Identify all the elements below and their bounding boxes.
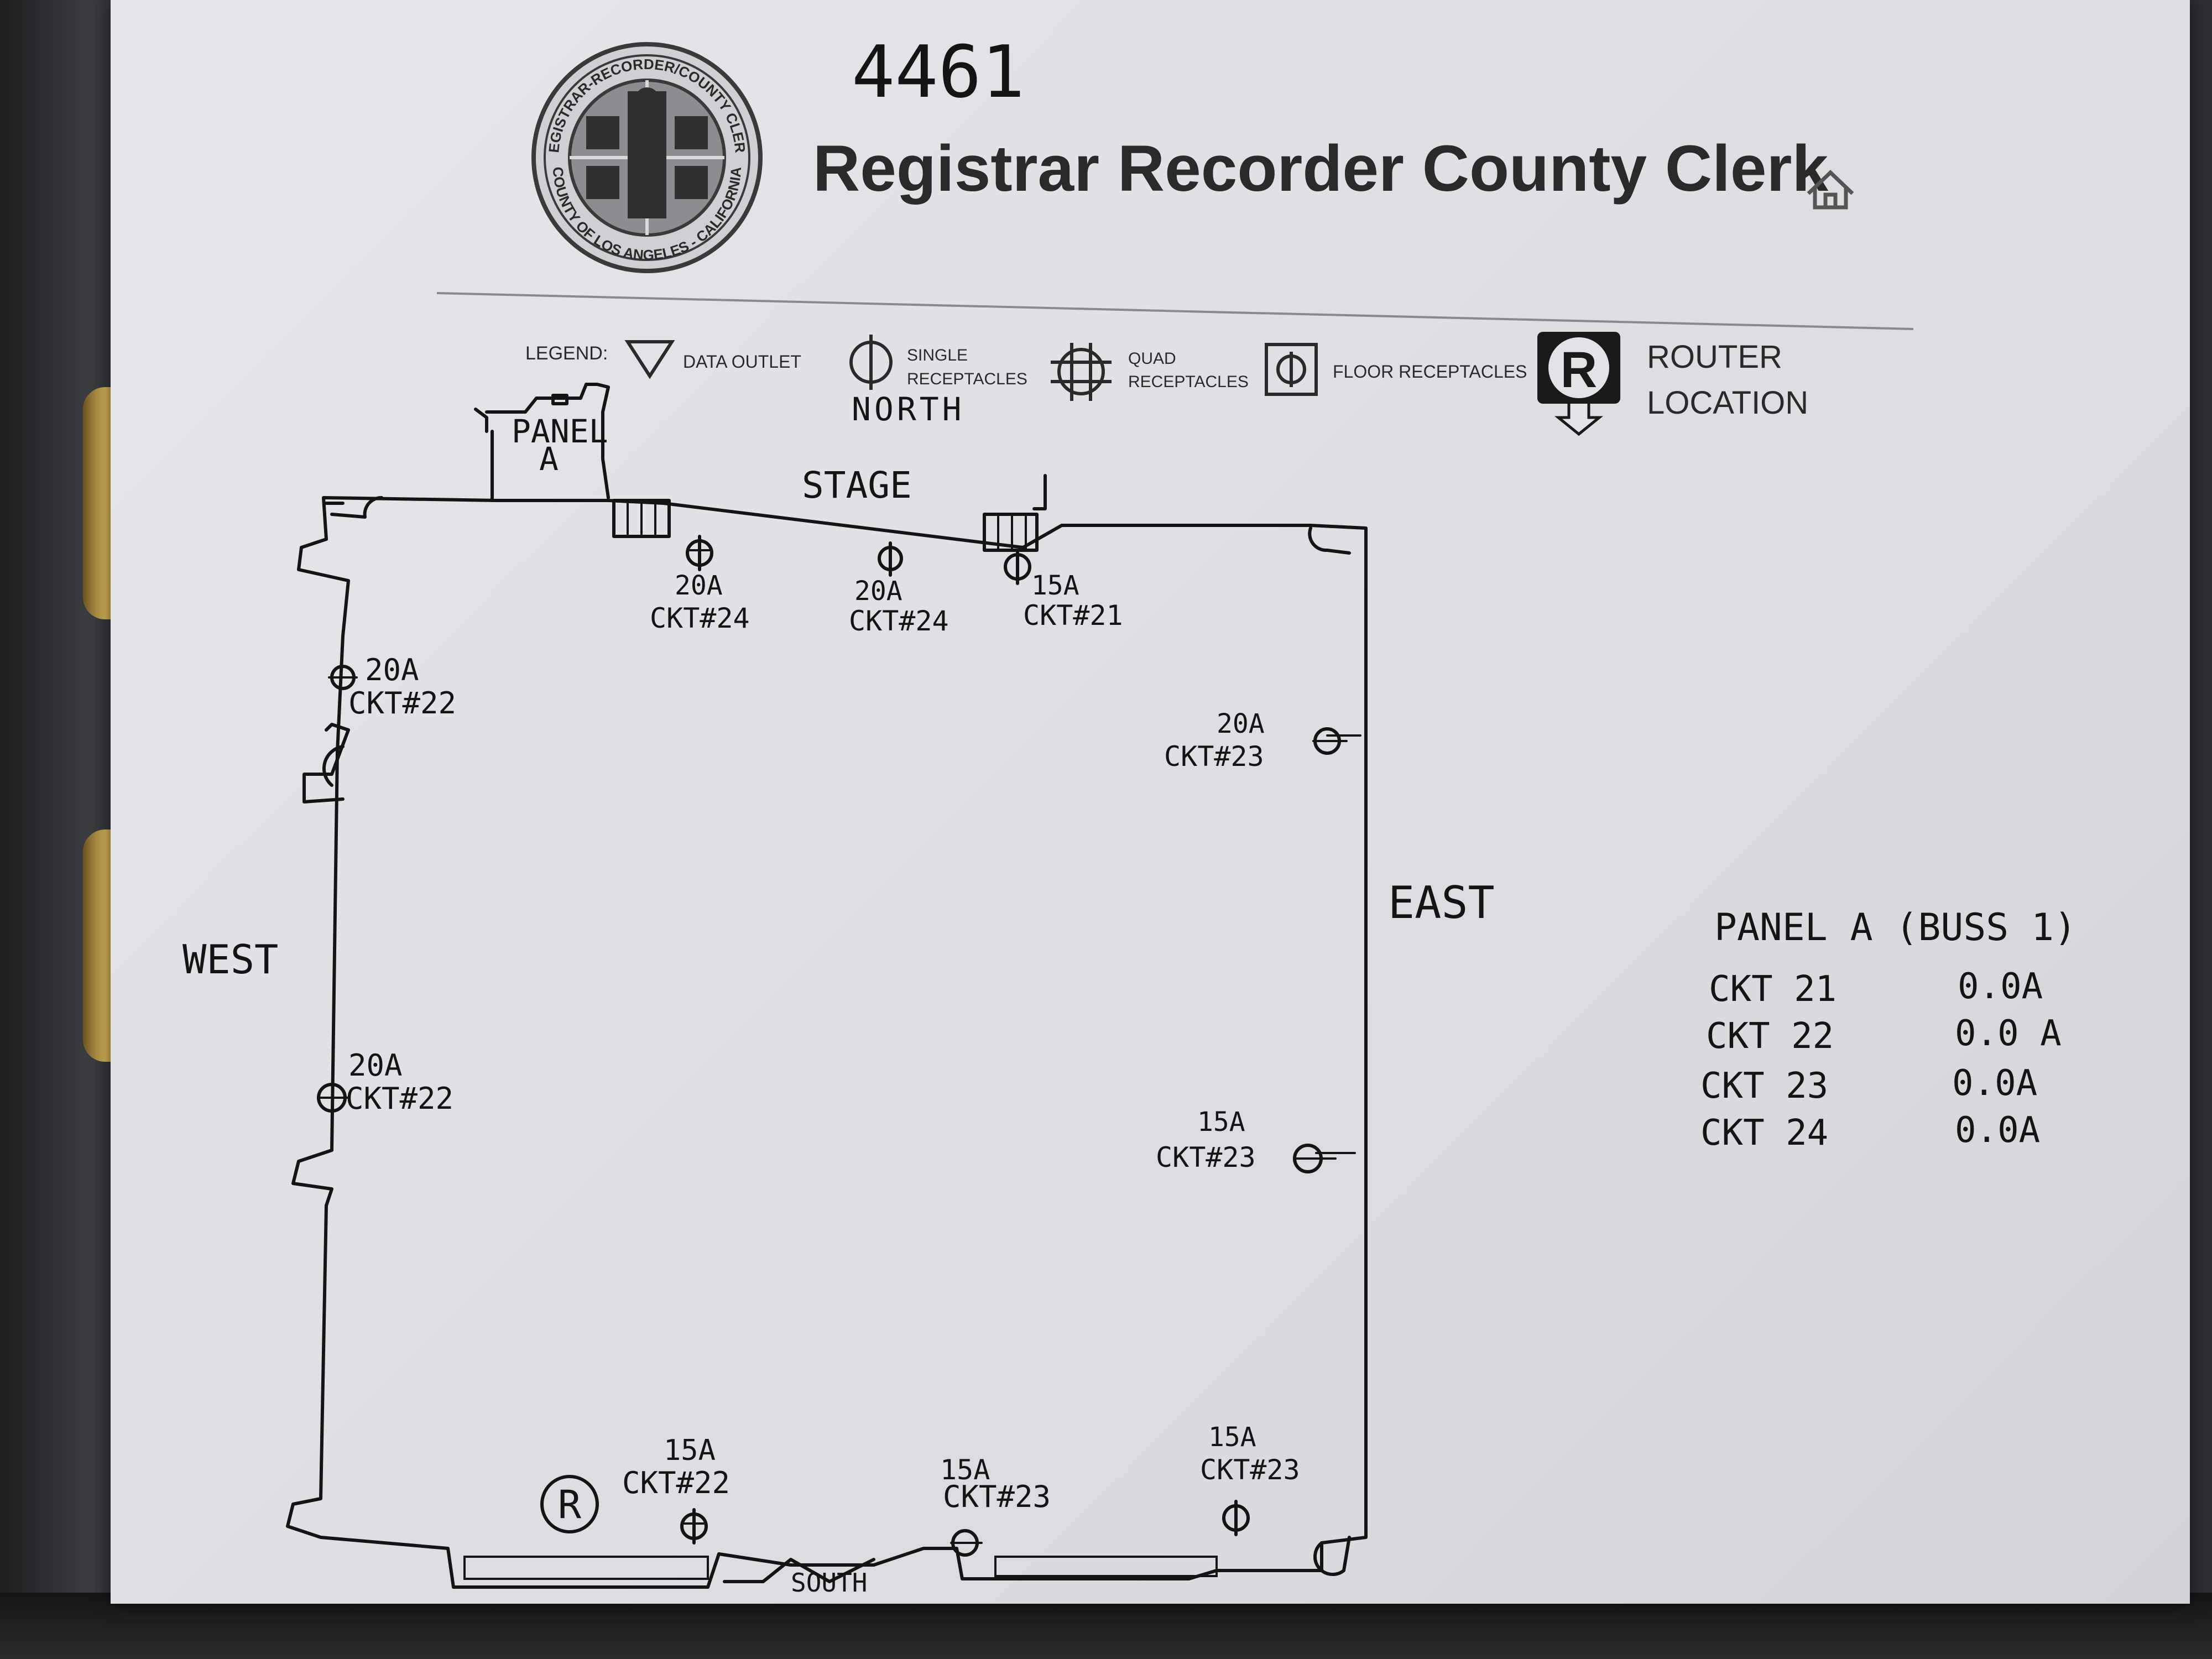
- router-mark-letter: R: [558, 1482, 582, 1527]
- page-title: Registrar Recorder County Clerk: [813, 132, 1828, 205]
- single-receptacle-icon: [1312, 727, 1361, 755]
- panel-row-ckt: CKT 21: [1709, 969, 1837, 1010]
- outlet-ckt: CKT#23: [1200, 1454, 1300, 1486]
- legend-quad-label-1: QUAD: [1128, 349, 1176, 368]
- county-seal: REGISTRAR-RECORDER/COUNTY CLERK COUNTY O…: [111, 0, 763, 273]
- west-label: WEST: [182, 936, 278, 983]
- panel-row-amps: 0.0A: [1958, 966, 2043, 1007]
- single-receptacle-icon: [1293, 1144, 1356, 1173]
- single-receptacle-icon: [686, 535, 713, 571]
- single-receptacle-icon: [680, 1508, 708, 1545]
- header-divider: [436, 292, 1914, 330]
- page-number: 4461: [852, 30, 1025, 114]
- outlet-ckt: CKT#22: [348, 686, 456, 721]
- outlet-label: 15A CKT#23: [1156, 1107, 1256, 1173]
- legend-floor-label: FLOOR RECEPTACLES: [1333, 362, 1527, 382]
- outlet-ckt: CKT#23: [1164, 740, 1264, 773]
- stage-steps-left: [612, 499, 671, 538]
- single-receptacle-icon: [328, 665, 358, 690]
- legend-router-label-2: LOCATION: [1647, 385, 1808, 421]
- outlet-amp: 15A: [1208, 1422, 1256, 1453]
- legend-router-label-1: ROUTER: [1647, 339, 1782, 375]
- panel-row-ckt: CKT 23: [1700, 1066, 1828, 1107]
- outlet-amp: 15A: [1031, 570, 1079, 601]
- single-receptacle-icon: [1222, 1500, 1250, 1536]
- home-icon: [1807, 170, 1854, 210]
- panel-table-row: CKT 23 0.0A: [1700, 1063, 2037, 1107]
- outlet-ckt: CKT#24: [849, 605, 949, 637]
- binder-bottom-edge: [0, 1593, 2212, 1659]
- legend-single-label-1: SINGLE: [907, 346, 968, 364]
- stage-steps-right: [983, 474, 1047, 552]
- outlet-amp: 20A: [854, 576, 902, 607]
- data-outlet-icon: [624, 340, 675, 379]
- outlet-label: 20A CKT#22: [346, 1048, 453, 1116]
- panel-a-box: [474, 383, 610, 502]
- panel-row-ckt: CKT 24: [1700, 1113, 1828, 1154]
- router-location-icon: R: [1537, 332, 1620, 436]
- legend-single-label-2: RECEPTACLES: [907, 370, 1027, 388]
- panel-row-amps: 0.0A: [1955, 1110, 2040, 1151]
- outlet-label: 15A CKT#23: [940, 1454, 1051, 1514]
- panel-row-ckt: CKT 22: [1706, 1016, 1834, 1057]
- outlet-ckt: CKT#22: [622, 1465, 730, 1500]
- panel-table-row: CKT 22 0.0 A: [1706, 1013, 2062, 1057]
- panel-table-title: PANEL A (BUSS 1): [1714, 906, 2077, 950]
- outlet-label: 15A CKT#22: [622, 1434, 730, 1500]
- room-outline: [286, 495, 1368, 1589]
- outlet-label: 20A CKT#22: [348, 653, 456, 721]
- single-receptacle-icon: [950, 1529, 983, 1557]
- outlet-label: 15A CKT#21: [1023, 570, 1123, 632]
- panel-row-amps: 0.0 A: [1955, 1013, 2062, 1054]
- outlet-amp: 20A: [348, 1048, 403, 1083]
- floor-receptacle-icon: [1265, 343, 1318, 396]
- outlet-ckt: CKT#22: [346, 1081, 453, 1116]
- legend-quad-label-2: RECEPTACLES: [1128, 373, 1249, 391]
- north-label: NORTH: [852, 390, 965, 428]
- outlet-ckt: CKT#24: [650, 602, 750, 634]
- panel-table-row: CKT 21 0.0A: [1709, 966, 2043, 1010]
- panel-row-amps: 0.0A: [1952, 1063, 2037, 1104]
- floorplan-drawing: 4461 REGISTRAR-RECORDER/COUNTY CLERK COU…: [111, 0, 2077, 1598]
- panel-a-label-1: PANEL: [512, 413, 608, 450]
- stage-label: STAGE: [802, 464, 912, 507]
- quad-receptacle-icon: [1051, 343, 1112, 401]
- outlet-label: 20A CKT#24: [650, 570, 750, 634]
- paper-sheet: 4461 REGISTRAR-RECORDER/COUNTY CLERK COU…: [111, 0, 2190, 1604]
- outlet-ckt: CKT#21: [1023, 599, 1123, 632]
- router-location-marker: R: [540, 1475, 599, 1533]
- east-label: EAST: [1388, 877, 1495, 928]
- router-icon-letter: R: [1561, 342, 1597, 398]
- single-receptacle-icon: [1004, 549, 1031, 585]
- outlet-amp: 15A: [940, 1454, 990, 1486]
- panel-a-label-2: A: [539, 440, 559, 478]
- outlet-label: 20A CKT#24: [849, 576, 949, 637]
- outlet-ckt: CKT#23: [1156, 1141, 1256, 1173]
- outlet-label: 15A CKT#23: [1200, 1422, 1300, 1486]
- outlet-amp: 15A: [1197, 1107, 1245, 1138]
- outlet-amp: 20A: [1217, 708, 1265, 739]
- outlet-label: 20A CKT#23: [1164, 708, 1265, 773]
- outlet-amp: 15A: [664, 1434, 716, 1467]
- outlet-amp: 20A: [365, 653, 419, 687]
- legend-data-outlet-label: DATA OUTLET: [683, 352, 801, 372]
- south-window-right: [994, 1556, 1218, 1577]
- single-receptacle-icon: [849, 335, 893, 390]
- outlet-amp: 20A: [675, 570, 723, 601]
- south-label: SOUTH: [791, 1568, 867, 1598]
- single-receptacle-icon: [317, 1083, 349, 1113]
- outlet-ckt: CKT#23: [943, 1479, 1051, 1514]
- single-receptacle-icon: [878, 541, 903, 577]
- panel-table-row: CKT 24 0.0A: [1700, 1110, 2040, 1154]
- legend-label: LEGEND:: [525, 343, 608, 364]
- south-window-left: [463, 1556, 709, 1580]
